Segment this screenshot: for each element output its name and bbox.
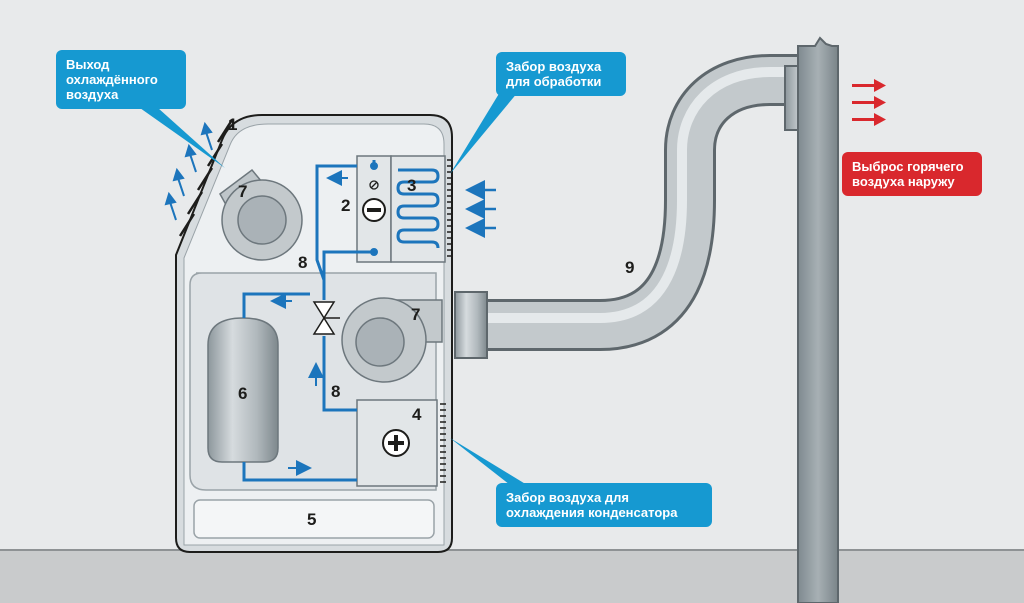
condenser-block-4 xyxy=(356,399,446,487)
label-7-lower: 7 xyxy=(411,305,421,324)
intake-arrows xyxy=(465,180,496,238)
label-5: 5 xyxy=(307,510,317,529)
label-7-upper: 7 xyxy=(238,182,248,201)
compressor-6 xyxy=(207,317,279,463)
refrigerant-piping-8 xyxy=(242,160,378,482)
label-8-lower: 8 xyxy=(331,382,341,401)
upper-fan-7 xyxy=(219,168,303,261)
flow-arrows xyxy=(270,170,348,476)
evaporator-block xyxy=(356,155,452,263)
outlet-grille xyxy=(178,119,234,237)
callout-air-intake-condenser: Забор воздуха для охлаждения конденсатор… xyxy=(496,483,712,527)
water-tank-5 xyxy=(193,499,435,539)
label-4: 4 xyxy=(412,405,422,424)
callout-air-intake-process: Забор воздуха для обработки xyxy=(496,52,626,96)
wall xyxy=(797,36,839,603)
cooled-air-arrows xyxy=(164,121,213,221)
callout-cooled-air-out: Выход охлаждённого воздуха xyxy=(56,50,186,109)
label-8-upper: 8 xyxy=(298,253,308,272)
floor xyxy=(0,550,1024,603)
expansion-valve xyxy=(312,301,340,335)
label-1: 1 xyxy=(228,115,238,134)
exhaust-duct xyxy=(454,54,838,359)
lower-fan-7 xyxy=(341,297,443,383)
label-3: 3 xyxy=(407,176,417,195)
callout-hot-air-out: Выброс горячего воздуха наружу xyxy=(842,152,982,196)
callout-pointers xyxy=(140,92,532,488)
label-6: 6 xyxy=(238,384,248,403)
hot-air-arrows xyxy=(852,79,886,126)
label-2: 2 xyxy=(341,196,351,215)
label-9: 9 xyxy=(625,258,635,277)
